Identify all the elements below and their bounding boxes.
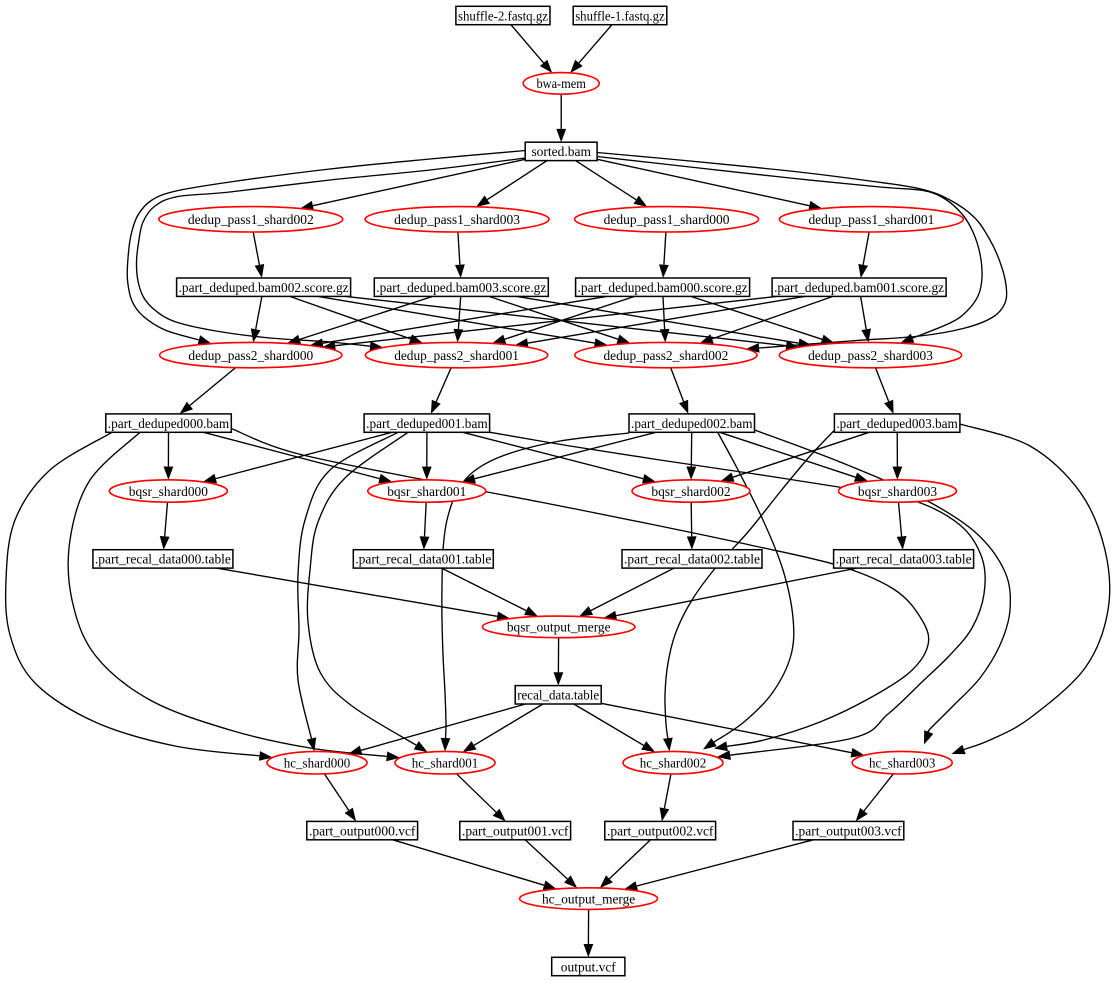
- svg-text:hc_shard003: hc_shard003: [869, 756, 936, 771]
- svg-text:.part_deduped.bam002.score.gz: .part_deduped.bam002.score.gz: [179, 280, 349, 295]
- svg-text:.part_output002.vcf: .part_output002.vcf: [607, 823, 714, 838]
- svg-text:.part_recal_data000.table: .part_recal_data000.table: [95, 552, 231, 567]
- svg-text:shuffle-2.fastq.gz: shuffle-2.fastq.gz: [458, 8, 548, 23]
- svg-text:shuffle-1.fastq.gz: shuffle-1.fastq.gz: [575, 8, 665, 23]
- svg-text:bqsr_output_merge: bqsr_output_merge: [507, 620, 611, 635]
- svg-text:.part_deduped001.bam: .part_deduped001.bam: [366, 416, 488, 431]
- svg-text:.part_output001.vcf: .part_output001.vcf: [462, 823, 569, 838]
- svg-text:output.vcf: output.vcf: [561, 959, 616, 974]
- svg-text:.part_recal_data003.table: .part_recal_data003.table: [836, 552, 972, 567]
- svg-text:bqsr_shard003: bqsr_shard003: [858, 484, 937, 499]
- svg-text:bqsr_shard002: bqsr_shard002: [651, 484, 730, 499]
- svg-text:.part_output000.vcf: .part_output000.vcf: [309, 823, 416, 838]
- svg-text:.part_recal_data001.table: .part_recal_data001.table: [355, 552, 491, 567]
- svg-text:.part_deduped.bam003.score.gz: .part_deduped.bam003.score.gz: [376, 280, 546, 295]
- svg-text:dedup_pass1_shard001: dedup_pass1_shard001: [808, 212, 934, 227]
- svg-text:recal_data.table: recal_data.table: [517, 688, 599, 703]
- svg-text:dedup_pass2_shard003: dedup_pass2_shard003: [808, 348, 933, 363]
- svg-text:hc_shard002: hc_shard002: [640, 756, 707, 771]
- svg-text:bqsr_shard001: bqsr_shard001: [387, 484, 466, 499]
- svg-text:.part_output003.vcf: .part_output003.vcf: [795, 823, 902, 838]
- svg-text:hc_shard001: hc_shard001: [412, 756, 479, 771]
- svg-text:dedup_pass2_shard001: dedup_pass2_shard001: [394, 348, 519, 363]
- svg-text:.part_deduped000.bam: .part_deduped000.bam: [108, 416, 230, 431]
- svg-text:bqsr_shard000: bqsr_shard000: [129, 484, 208, 499]
- svg-text:hc_shard000: hc_shard000: [284, 756, 351, 771]
- svg-text:.part_deduped.bam001.score.gz: .part_deduped.bam001.score.gz: [774, 280, 944, 295]
- svg-text:.part_recal_data002.table: .part_recal_data002.table: [624, 552, 760, 567]
- svg-text:.part_deduped.bam000.score.gz: .part_deduped.bam000.score.gz: [578, 280, 748, 295]
- svg-text:dedup_pass1_shard000: dedup_pass1_shard000: [604, 212, 730, 227]
- svg-text:dedup_pass1_shard002: dedup_pass1_shard002: [188, 212, 314, 227]
- svg-text:bwa-mem: bwa-mem: [536, 76, 586, 91]
- svg-text:dedup_pass2_shard000: dedup_pass2_shard000: [188, 348, 313, 363]
- svg-text:dedup_pass1_shard003: dedup_pass1_shard003: [394, 212, 520, 227]
- svg-text:sorted.bam: sorted.bam: [531, 144, 591, 159]
- svg-text:.part_deduped003.bam: .part_deduped003.bam: [836, 416, 958, 431]
- svg-text:.part_deduped002.bam: .part_deduped002.bam: [631, 416, 753, 431]
- svg-text:hc_output_merge: hc_output_merge: [542, 891, 635, 906]
- svg-text:dedup_pass2_shard002: dedup_pass2_shard002: [604, 348, 729, 363]
